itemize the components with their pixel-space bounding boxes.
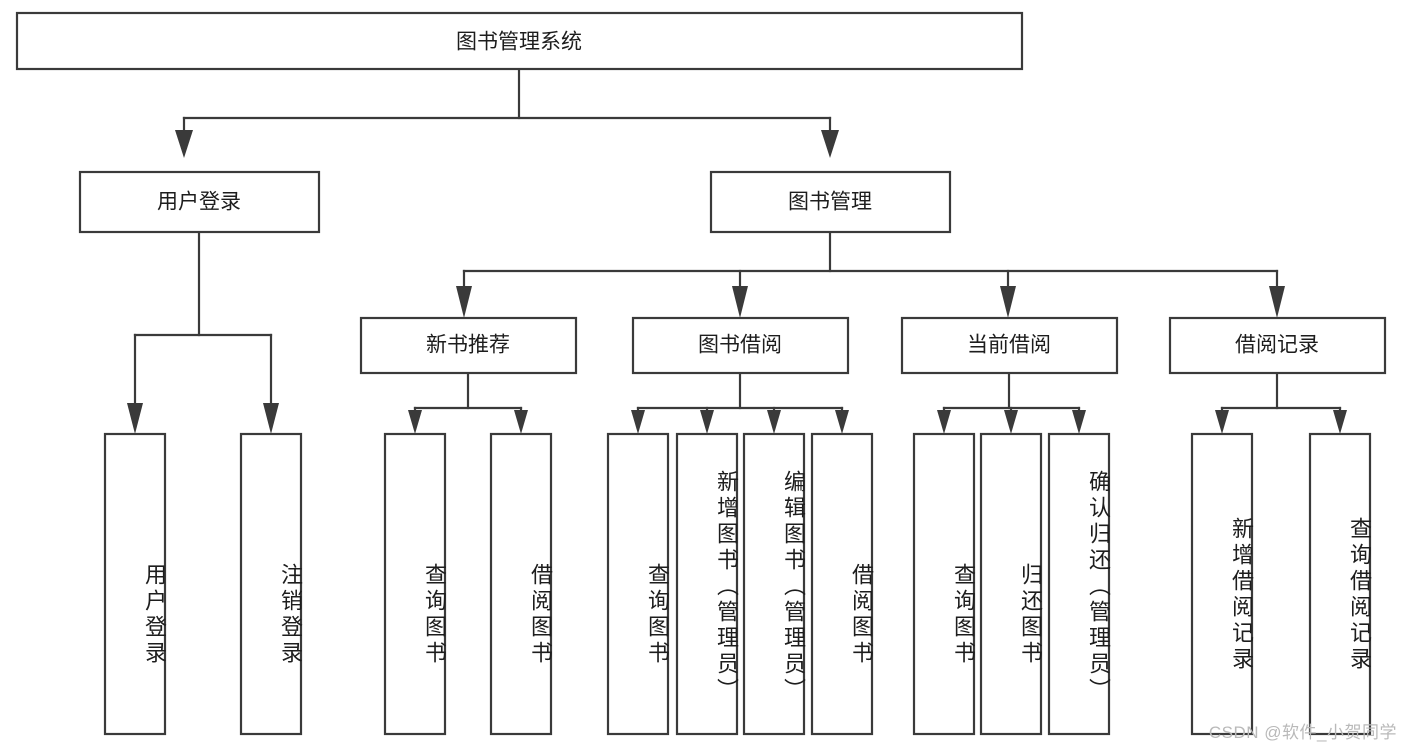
leafbox-query-record[interactable] xyxy=(1308,432,1372,736)
csdn-watermark: CSDN @软件_小贺同学 xyxy=(1208,723,1397,742)
leafbox-edit-book[interactable] xyxy=(742,432,806,736)
arrow-head-user-login xyxy=(175,130,193,158)
arrow-head-book-manage xyxy=(821,130,839,158)
arrow-head-leaf-user-login xyxy=(127,403,143,434)
node-book-manage[interactable] xyxy=(709,170,952,234)
arrow-head-leaf-confirm-return xyxy=(1072,410,1086,434)
arrow-head-leaf-query-book-3 xyxy=(937,410,951,434)
leafbox-borrow-book-1[interactable] xyxy=(489,432,553,736)
arrow-head-leaf-return-book xyxy=(1004,410,1018,434)
leafbox-user-login[interactable] xyxy=(103,432,167,736)
node-root-label: 图书管理系统 xyxy=(456,31,582,54)
node-borrow-record[interactable] xyxy=(1168,316,1387,375)
arrow-head-leaf-query-record xyxy=(1333,410,1347,434)
arrow-head-leaf-add-book xyxy=(700,410,714,434)
leafbox-logout[interactable] xyxy=(239,432,303,736)
leafbox-add-book[interactable] xyxy=(675,432,739,736)
arrow-head-book-borrow xyxy=(732,286,748,318)
node-borrow-record-label: 借阅记录 xyxy=(1235,334,1319,357)
node-new-book-recommend-label: 新书推荐 xyxy=(426,334,510,357)
node-root[interactable] xyxy=(15,11,1024,71)
arrow-head-leaf-borrow-book-1 xyxy=(514,410,528,434)
leafbox-add-record[interactable] xyxy=(1190,432,1254,736)
arrow-head-current-borrow xyxy=(1000,286,1016,318)
leafbox-query-book-1[interactable] xyxy=(383,432,447,736)
node-user-login[interactable] xyxy=(78,170,321,234)
leafbox-query-book-3[interactable] xyxy=(912,432,976,736)
arrow-head-new-book-recommend xyxy=(456,286,472,318)
leafbox-borrow-book-2[interactable] xyxy=(810,432,874,736)
leafbox-return-book[interactable] xyxy=(979,432,1043,736)
node-book-manage-label: 图书管理 xyxy=(788,191,872,214)
arrow-head-leaf-logout xyxy=(263,403,279,434)
leafbox-confirm-return[interactable] xyxy=(1047,432,1111,736)
arrow-head-borrow-record xyxy=(1269,286,1285,318)
leafbox-query-book-2[interactable] xyxy=(606,432,670,736)
arrow-head-leaf-edit-book xyxy=(767,410,781,434)
arrow-head-leaf-query-book-2 xyxy=(631,410,645,434)
node-current-borrow[interactable] xyxy=(900,316,1119,375)
arrow-head-leaf-borrow-book-2 xyxy=(835,410,849,434)
arrow-head-leaf-query-book-1 xyxy=(408,410,422,434)
node-new-book-recommend[interactable] xyxy=(359,316,578,375)
node-user-login-label: 用户登录 xyxy=(157,191,241,214)
arrow-head-leaf-add-record xyxy=(1215,410,1229,434)
node-book-borrow-label: 图书借阅 xyxy=(698,334,782,357)
node-book-borrow[interactable] xyxy=(631,316,850,375)
node-current-borrow-label: 当前借阅 xyxy=(967,334,1051,357)
